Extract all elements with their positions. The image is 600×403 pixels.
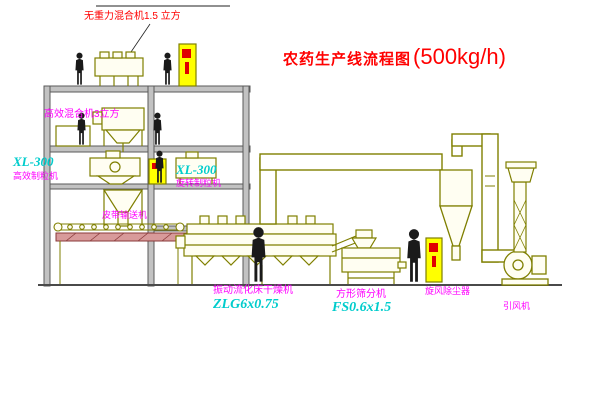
discharge-hopper bbox=[102, 189, 144, 227]
label-cyclone: 旋风除尘器 bbox=[425, 286, 471, 296]
worker-figure bbox=[407, 229, 421, 282]
label-granulator-right-model: XL-300 bbox=[176, 162, 217, 177]
label-granulator-right-name: 旋转制粒机 bbox=[176, 178, 222, 188]
label-dryer-model: ZLG6x0.75 bbox=[213, 297, 279, 312]
label-high-efficiency-mixer: 高效混合机3立方 bbox=[44, 109, 120, 120]
label-granulator-left-name: 高效制粒机 bbox=[13, 171, 59, 181]
exhaust-ducting bbox=[259, 133, 517, 263]
high-efficiency-mixer bbox=[55, 107, 145, 152]
ground-line bbox=[38, 284, 562, 286]
label-belt-conveyor: 皮带输送机 bbox=[102, 210, 148, 220]
conveyor-platform bbox=[55, 232, 187, 284]
diagram-title-capacity: (500kg/h) bbox=[413, 44, 506, 69]
square-sifter bbox=[331, 229, 407, 284]
label-gravity-free-mixer: 无重力混合机1.5 立方 bbox=[84, 11, 181, 22]
exhaust-stack bbox=[505, 161, 537, 253]
granulator-left bbox=[89, 150, 141, 185]
worker-figure bbox=[163, 52, 172, 85]
leader-line-bucket-mixer bbox=[130, 23, 151, 53]
induced-draft-fan bbox=[501, 250, 549, 286]
label-sifter-name: 方形筛分机 bbox=[336, 289, 386, 300]
belt-conveyor bbox=[53, 222, 185, 232]
control-cabinet-top bbox=[178, 43, 197, 87]
label-fan: 引风机 bbox=[503, 301, 531, 311]
worker-figure bbox=[153, 112, 162, 145]
control-cabinet-bottom bbox=[425, 237, 443, 283]
gravity-free-mixer bbox=[94, 51, 144, 86]
worker-figure bbox=[75, 52, 84, 85]
label-dryer-name: 振动流化床干燥机 bbox=[213, 285, 293, 296]
granulator-right bbox=[175, 151, 217, 184]
diagram-title: 农药生产线流程图 (500kg/h) bbox=[283, 44, 506, 70]
diagram-title-text: 农药生产线流程图 bbox=[283, 51, 412, 68]
label-granulator-left-model: XL-300 bbox=[13, 154, 54, 169]
cyclone-dust-collector bbox=[439, 169, 473, 261]
label-sifter-model: FS0.6x1.5 bbox=[332, 300, 392, 315]
